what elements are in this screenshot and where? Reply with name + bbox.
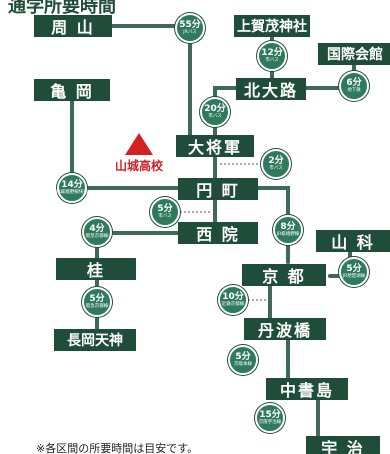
badge-minutes: 55分 [179,19,201,30]
badge-minutes: 5分 [346,263,362,274]
badge-shuzan-taishogun: 55分 JRバス [175,13,205,43]
badge-mode: JR嵯峨野線快速 [56,189,88,195]
badge-mode: 市バス [269,165,283,171]
badge-minutes: 5分 [89,293,105,304]
badge-mode: 京阪本線 [234,361,252,367]
badge-mode: JR琵琶湖線 [342,273,366,279]
badge-minutes: 14分 [61,179,83,190]
badge-mode: 地下鉄 [347,87,361,93]
badge-mode: 阪急京都線 [85,303,109,309]
badge-mode: 市バス [158,213,172,219]
station-shuzan: 周 山 [34,15,112,37]
badge-kitaoji-taishogun: 20分 市バス [200,97,230,127]
badge-minutes: 6分 [346,77,362,88]
station-tambabashi: 丹波橋 [244,318,326,340]
footnote: ※各区間の所要時間は目安です。 [36,442,199,454]
badge-minutes: 2分 [268,155,284,166]
badge-mode: 京阪宇治線 [258,419,282,425]
badge-emmachi-kyoto: 8分 JR嵯峨野線 [273,215,303,245]
station-chushojima: 中書島 [266,378,348,400]
badge-katsura-nagaoka: 5分 阪急京都線 [82,287,112,317]
school-name: 山城高校 [115,159,164,173]
station-emmachi: 円 町 [178,178,258,200]
badge-chushojima-uji: 15分 京阪宇治線 [255,403,285,433]
badge-kameoka-emmachi: 14分 JR嵯峨野線快速 [56,173,88,203]
station-nishiin: 西 院 [178,222,258,244]
badge-nishiin-katsura: 4分 阪急京都線 [82,217,112,247]
badge-kyoto-tambabashi: 10分 近鉄京都線 [218,285,248,315]
badge-mode: JRバス [183,29,197,35]
station-kamigamo: 上賀茂神社 [234,15,310,37]
badge-tambabashi-chushojima: 5分 京阪本線 [228,345,258,375]
page-title: 通学所要時間 [8,0,116,17]
badge-minutes: 15分 [259,409,281,420]
line-shuzan-taishogun [110,24,192,142]
station-kokusai: 国際会館 [318,43,390,65]
mountain-logo-icon [125,133,153,155]
station-taishogun: 大将軍 [176,135,254,157]
badge-kamigamo-kitaoji: 12分 市バス [257,41,287,71]
badge-mode: 市バス [208,113,222,119]
station-uji: 宇 治 [306,436,380,454]
station-kameoka: 亀 岡 [34,79,110,101]
station-kyoto: 京 都 [242,264,326,286]
badge-mode: JR嵯峨野線 [276,231,300,237]
badge-mode: 阪急京都線 [85,233,109,239]
badge-minutes: 4分 [89,223,105,234]
badge-taishogun-emmachi: 2分 市バス [261,149,291,179]
badge-minutes: 12分 [261,47,283,58]
station-katsura: 桂 [56,258,136,280]
station-yamashina: 山 科 [316,230,390,252]
school-logo: 山城高校 [115,133,163,174]
station-kitaoji: 北大路 [236,78,306,100]
badge-kokusai-kitaoji: 6分 地下鉄 [339,71,369,101]
badge-minutes: 20分 [204,103,226,114]
badge-yamashina-kyoto: 5分 JR琵琶湖線 [339,257,369,287]
badge-mode: 市バス [265,57,279,63]
badge-minutes: 10分 [222,291,244,302]
badge-mode: 近鉄京都線 [221,301,245,307]
badge-minutes: 5分 [157,203,173,214]
station-nagaoka: 長岡天神 [54,329,136,351]
badge-emmachi-nishiin: 5分 市バス [150,197,180,227]
badge-minutes: 5分 [235,351,251,362]
badge-minutes: 8分 [280,221,296,232]
